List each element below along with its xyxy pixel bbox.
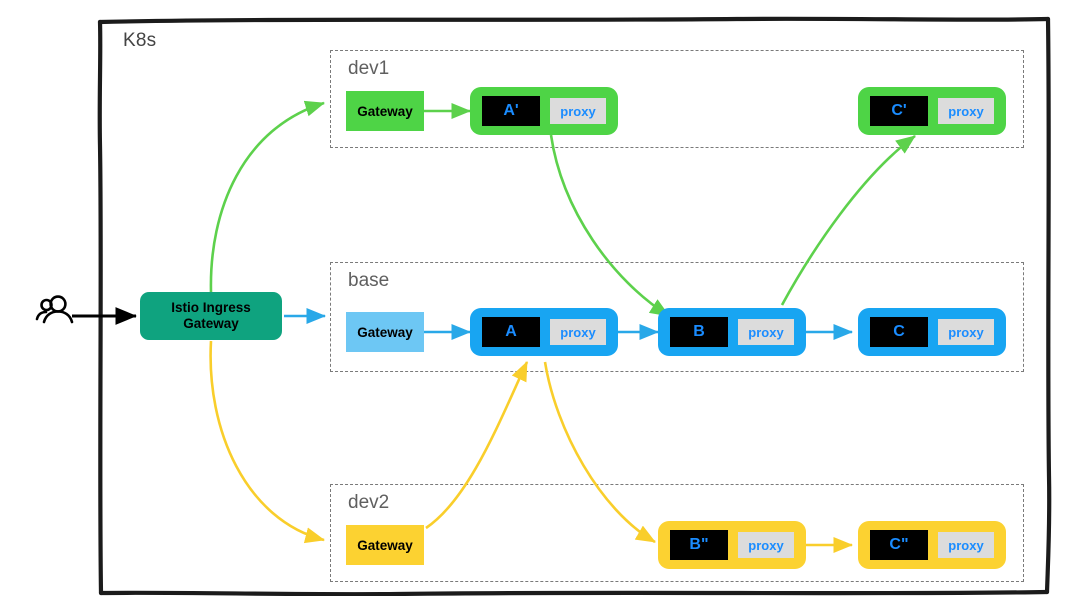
edge-ingress-to-dev1 — [209, 100, 325, 293]
namespace-label-base: base — [348, 270, 390, 291]
namespace-label-dev2: dev2 — [348, 492, 390, 513]
pod-a-prime-app: A' — [482, 96, 540, 126]
cluster-label: K8s — [123, 30, 157, 51]
edge-a-to-b-double-prime — [543, 361, 656, 544]
pod-c-double-prime[interactable]: C" proxy — [858, 521, 1006, 569]
pod-b-double-prime[interactable]: B" proxy — [658, 521, 806, 569]
gateway-dev2[interactable]: Gateway — [346, 525, 424, 565]
pod-c-proxy: proxy — [938, 319, 994, 345]
istio-ingress-gateway[interactable]: Istio Ingress Gateway — [140, 292, 282, 340]
istio-ingress-gateway-line2: Gateway — [183, 316, 239, 331]
pod-c-prime-proxy: proxy — [938, 98, 994, 124]
namespace-dev2 — [330, 484, 1024, 582]
namespace-dev1 — [330, 50, 1024, 148]
namespace-label-dev1: dev1 — [348, 58, 390, 79]
istio-ingress-gateway-line1: Istio Ingress — [171, 299, 251, 315]
pod-a-prime-proxy: proxy — [550, 98, 606, 124]
pod-b-double-prime-app: B" — [670, 530, 728, 560]
pod-c[interactable]: C proxy — [858, 308, 1006, 356]
pod-c-prime[interactable]: C' proxy — [858, 87, 1006, 135]
pod-c-double-prime-proxy: proxy — [938, 532, 994, 558]
gateway-base[interactable]: Gateway — [346, 312, 424, 352]
gateway-dev1[interactable]: Gateway — [346, 91, 424, 131]
edge-a-prime-to-b — [549, 134, 670, 318]
edge-dev2gateway-to-a — [425, 361, 529, 530]
pod-b-double-prime-proxy: proxy — [738, 532, 794, 558]
pod-b-proxy: proxy — [738, 319, 794, 345]
pod-a[interactable]: A proxy — [470, 308, 618, 356]
edge-b-to-c-prime — [780, 134, 916, 306]
edge-ingress-to-dev2 — [209, 340, 326, 544]
pod-a-prime[interactable]: A' proxy — [470, 87, 618, 135]
users-icon — [35, 295, 74, 324]
pod-c-prime-app: C' — [870, 96, 928, 126]
pod-a-app: A — [482, 317, 540, 347]
pod-b-app: B — [670, 317, 728, 347]
k8s-cluster-boundary — [97, 16, 1052, 596]
pod-c-app: C — [870, 317, 928, 347]
namespace-base — [330, 262, 1024, 372]
pod-a-proxy: proxy — [550, 319, 606, 345]
pod-c-double-prime-app: C" — [870, 530, 928, 560]
pod-b[interactable]: B proxy — [658, 308, 806, 356]
